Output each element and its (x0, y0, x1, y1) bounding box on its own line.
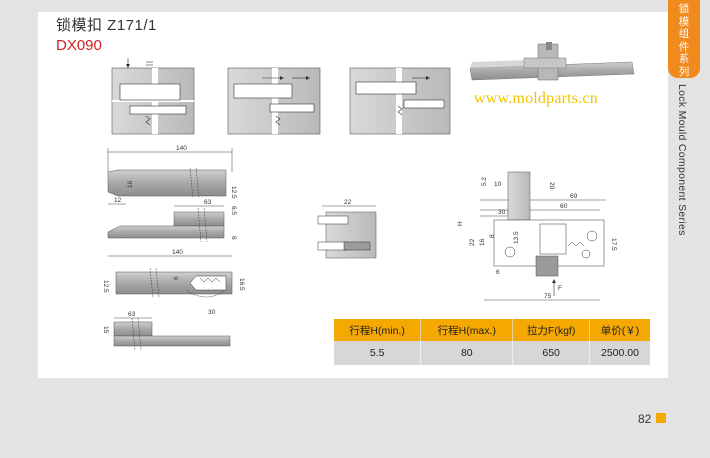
sequence-diagram-3 (349, 67, 451, 135)
series-side-tab (668, 0, 700, 78)
dim-140-b: 140 (172, 249, 183, 256)
cell-stroke-max: 80 (420, 341, 514, 365)
dim-H: H (457, 221, 464, 226)
spec-table-header-row: 行程H(min.) 行程H(max.) 拉力F(kgf) 单价(￥) (334, 319, 650, 341)
dim-12-a: 12 (114, 197, 122, 204)
dim-8: 8 (489, 234, 496, 238)
dim-10: 10 (494, 181, 502, 188)
dim-16-b: 16 (479, 238, 486, 246)
dim-60: 60 (560, 203, 568, 210)
part-2-drawing: 63 6.5 6 (107, 199, 237, 243)
dim-6-5: 6.5 (230, 206, 237, 215)
cell-unit-price: 2500.00 (589, 341, 650, 365)
dim-30-5: 30.5 (498, 209, 511, 216)
dim-6-b: 6 (173, 276, 180, 280)
part-5-drawing: 22 (317, 199, 377, 259)
sequence-diagram-2 (227, 67, 321, 135)
dim-6-c: 6 (496, 269, 500, 276)
dim-6-a: 6 (230, 236, 237, 240)
dim-22-b: 22 (469, 238, 476, 246)
part-3-drawing: 140 6 12.5 16.5 30 (102, 249, 245, 316)
cell-stroke-min: 5.5 (334, 341, 422, 365)
dim-12-5-b: 12.5 (102, 280, 109, 293)
page-number: 82 (638, 412, 652, 426)
dim-69: 69 (570, 193, 578, 200)
product-code: DX090 (56, 37, 102, 54)
table-row: 5.5 80 650 2500.00 (334, 341, 650, 365)
dim-13-5: 13.5 (513, 231, 520, 244)
header-stroke-min: 行程H(min.) (334, 319, 422, 341)
part-4-drawing: 63 15 (102, 311, 231, 351)
dim-15: 15 (102, 326, 109, 334)
dim-17-5: 17.5 (610, 238, 617, 251)
cell-pull-force: 650 (512, 341, 590, 365)
dim-63-a: 63 (204, 199, 212, 206)
product-title: 锁模扣 Z171/1 (56, 17, 157, 34)
website-watermark: www.moldparts.cn (474, 90, 598, 107)
part-1-drawing: 140 16 12.5 12 (107, 145, 237, 205)
sequence-diagram-1 (111, 58, 195, 135)
dim-63-b: 63 (128, 311, 136, 318)
dim-16-a: 16 (127, 180, 134, 188)
header-pull-force: 拉力F(kgf) (512, 319, 590, 341)
dim-F: F (558, 285, 562, 292)
assembly-drawing: 69 60 30.5 5.2 10 20 H 22 16 8 13.5 17.5… (457, 171, 617, 301)
dim-5-2: 5.2 (481, 177, 488, 186)
series-tab-label: 锁模组件系列 (678, 3, 690, 78)
dim-30: 30 (208, 309, 216, 316)
dim-12-5-a: 12.5 (230, 186, 237, 199)
spec-table: 行程H(min.) 行程H(max.) 拉力F(kgf) 单价(￥) 5.5 8… (334, 319, 650, 365)
dim-20: 20 (548, 182, 555, 190)
header-unit-price: 单价(￥) (589, 319, 650, 341)
page-number-marker (656, 413, 666, 423)
dim-22: 22 (344, 199, 352, 206)
dim-140-a: 140 (176, 145, 187, 152)
dim-75: 75 (544, 293, 552, 300)
dim-16-5: 16.5 (238, 278, 245, 291)
header-stroke-max: 行程H(max.) (420, 319, 514, 341)
series-vertical-label: Lock Mould Component Series (676, 84, 688, 236)
product-photo (469, 42, 635, 81)
